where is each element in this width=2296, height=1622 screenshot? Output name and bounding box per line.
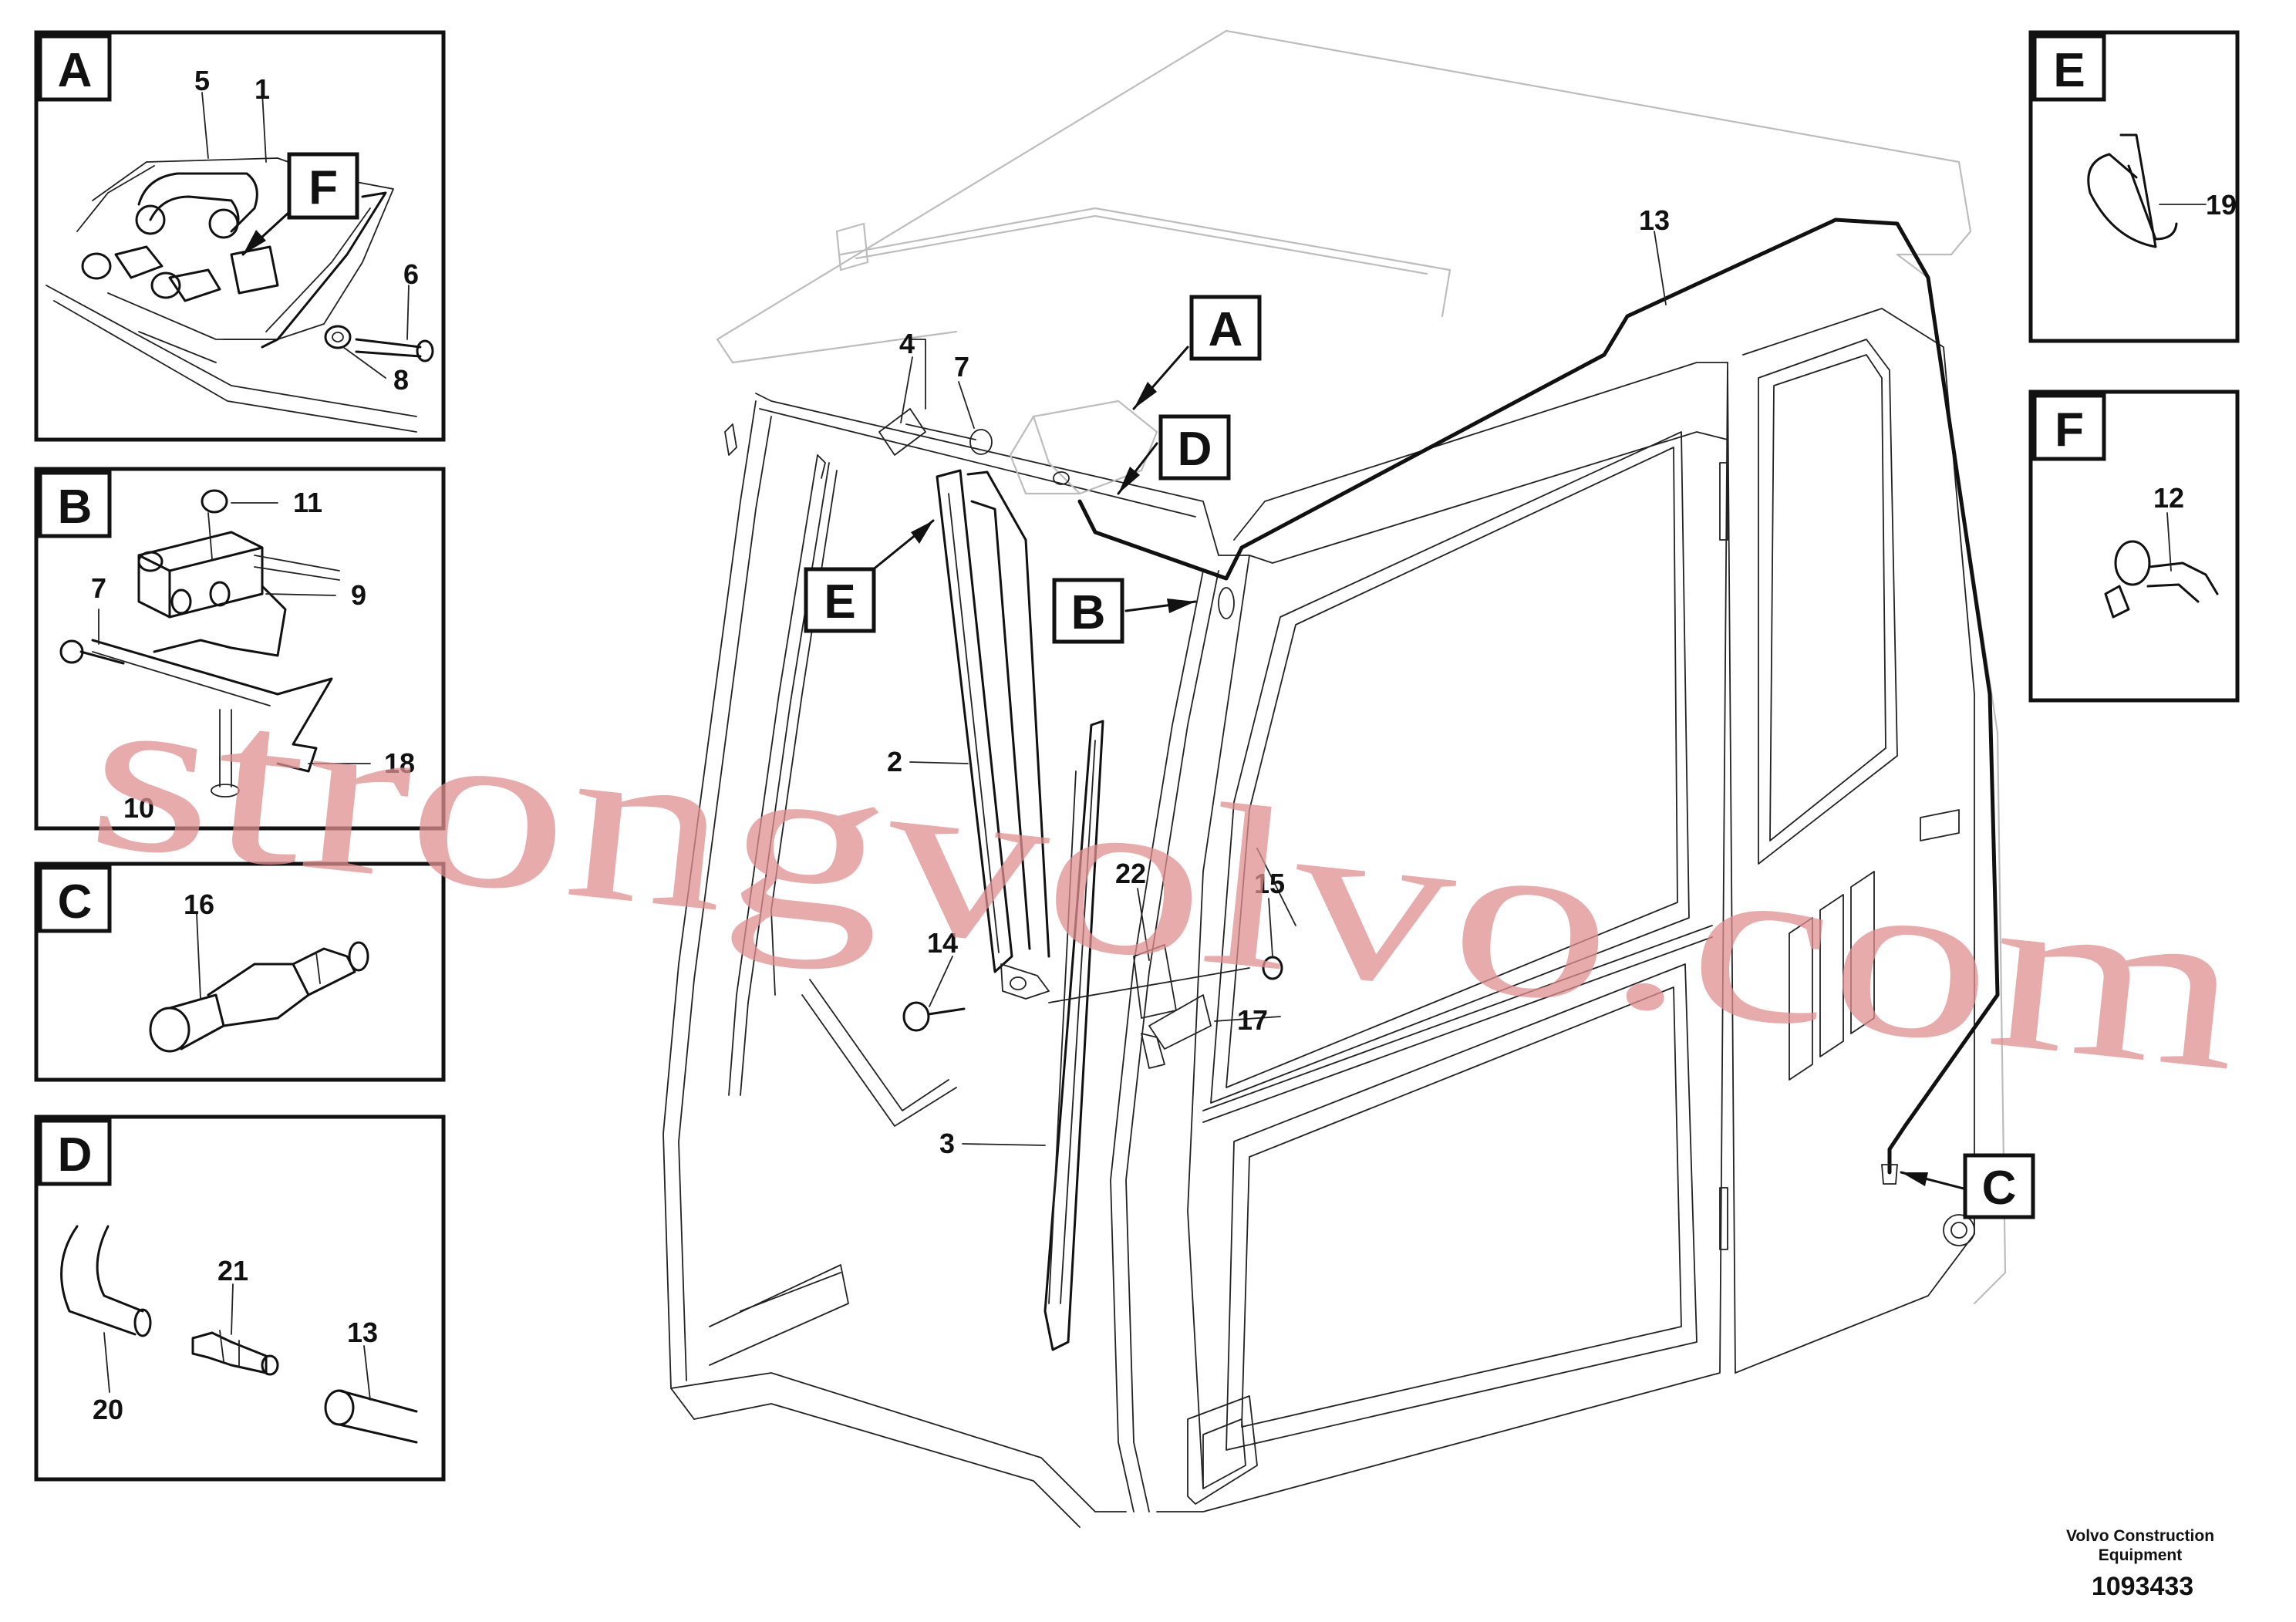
- main-label-a-box: A: [1189, 295, 1262, 361]
- inset-c: C 16: [34, 862, 446, 1082]
- inset-a-letter: A: [58, 44, 93, 97]
- wiper-arm: [936, 469, 1050, 1000]
- inset-b-letter: B: [58, 481, 93, 534]
- main-label-c: C: [1982, 1162, 2017, 1215]
- drawing-number: 1093433: [2092, 1572, 2193, 1601]
- main-label-b-box: B: [1052, 578, 1124, 644]
- callout-14: 14: [927, 927, 958, 959]
- company-line2: Equipment: [2099, 1546, 2183, 1564]
- main-label-b: B: [1071, 586, 1106, 639]
- callout-4: 4: [899, 328, 915, 359]
- main-label-c-box: C: [1963, 1153, 2035, 1219]
- main-label-a: A: [1209, 303, 1243, 356]
- washer-hose: [1077, 218, 2000, 1175]
- inset-f-callout-12: 12: [2153, 482, 2184, 514]
- inset-f: F 12: [2028, 389, 2240, 703]
- blade-fittings: [902, 944, 1283, 1069]
- inset-a-callout-f: F: [308, 161, 338, 214]
- main-letter-boxes: A D E B C: [804, 295, 2035, 1219]
- inset-e-letter: E: [2053, 44, 2085, 97]
- inset-a: A F 5 1 6 8: [34, 30, 446, 442]
- callout-7: 7: [954, 351, 969, 383]
- inset-b-callout-9: 9: [351, 579, 366, 611]
- callout-17: 17: [1237, 1004, 1268, 1036]
- inset-d-callout-20: 20: [93, 1394, 123, 1425]
- main-label-d-box: D: [1158, 414, 1231, 481]
- inset-a-callout-6: 6: [403, 258, 419, 290]
- inset-d-callout-21: 21: [217, 1255, 248, 1286]
- inset-c-callout-16: 16: [184, 889, 214, 920]
- inset-d-letter: D: [58, 1128, 93, 1182]
- inset-e: E 19: [2028, 30, 2240, 343]
- inset-b-callout-10: 10: [123, 792, 154, 824]
- inset-d-callout-13: 13: [347, 1317, 378, 1348]
- inset-e-callout-19: 19: [2206, 189, 2237, 221]
- inset-b-callout-18: 18: [384, 747, 415, 779]
- callout-22: 22: [1115, 858, 1146, 889]
- inset-a-callout-5: 5: [194, 65, 210, 96]
- inset-a-callout-8: 8: [393, 364, 409, 396]
- inset-b-callout-11: 11: [293, 487, 322, 518]
- inset-c-letter: C: [58, 875, 93, 929]
- inset-b: B 11 9 7 18 10: [34, 467, 446, 831]
- main-callouts: 13 4 7 2 22 15 14 17 3: [887, 204, 1670, 1159]
- inset-a-callout-1: 1: [255, 73, 270, 105]
- callout-3: 3: [939, 1128, 955, 1159]
- main-label-e: E: [824, 575, 855, 629]
- inset-f-letter: F: [2055, 403, 2084, 457]
- inset-d: D 21 13 20: [34, 1114, 446, 1482]
- footer: Volvo Construction Equipment 1093433: [2066, 1527, 2214, 1601]
- callout-15: 15: [1254, 868, 1285, 899]
- main-label-d: D: [1178, 423, 1212, 476]
- inset-b-callout-7: 7: [91, 572, 106, 604]
- wiper-blade: [1043, 720, 1104, 1351]
- main-leaders: [870, 231, 1968, 1191]
- company-line1: Volvo Construction: [2066, 1527, 2214, 1545]
- callout-13: 13: [1639, 204, 1670, 236]
- main-label-e-box: E: [804, 567, 876, 633]
- callout-2: 2: [887, 746, 902, 777]
